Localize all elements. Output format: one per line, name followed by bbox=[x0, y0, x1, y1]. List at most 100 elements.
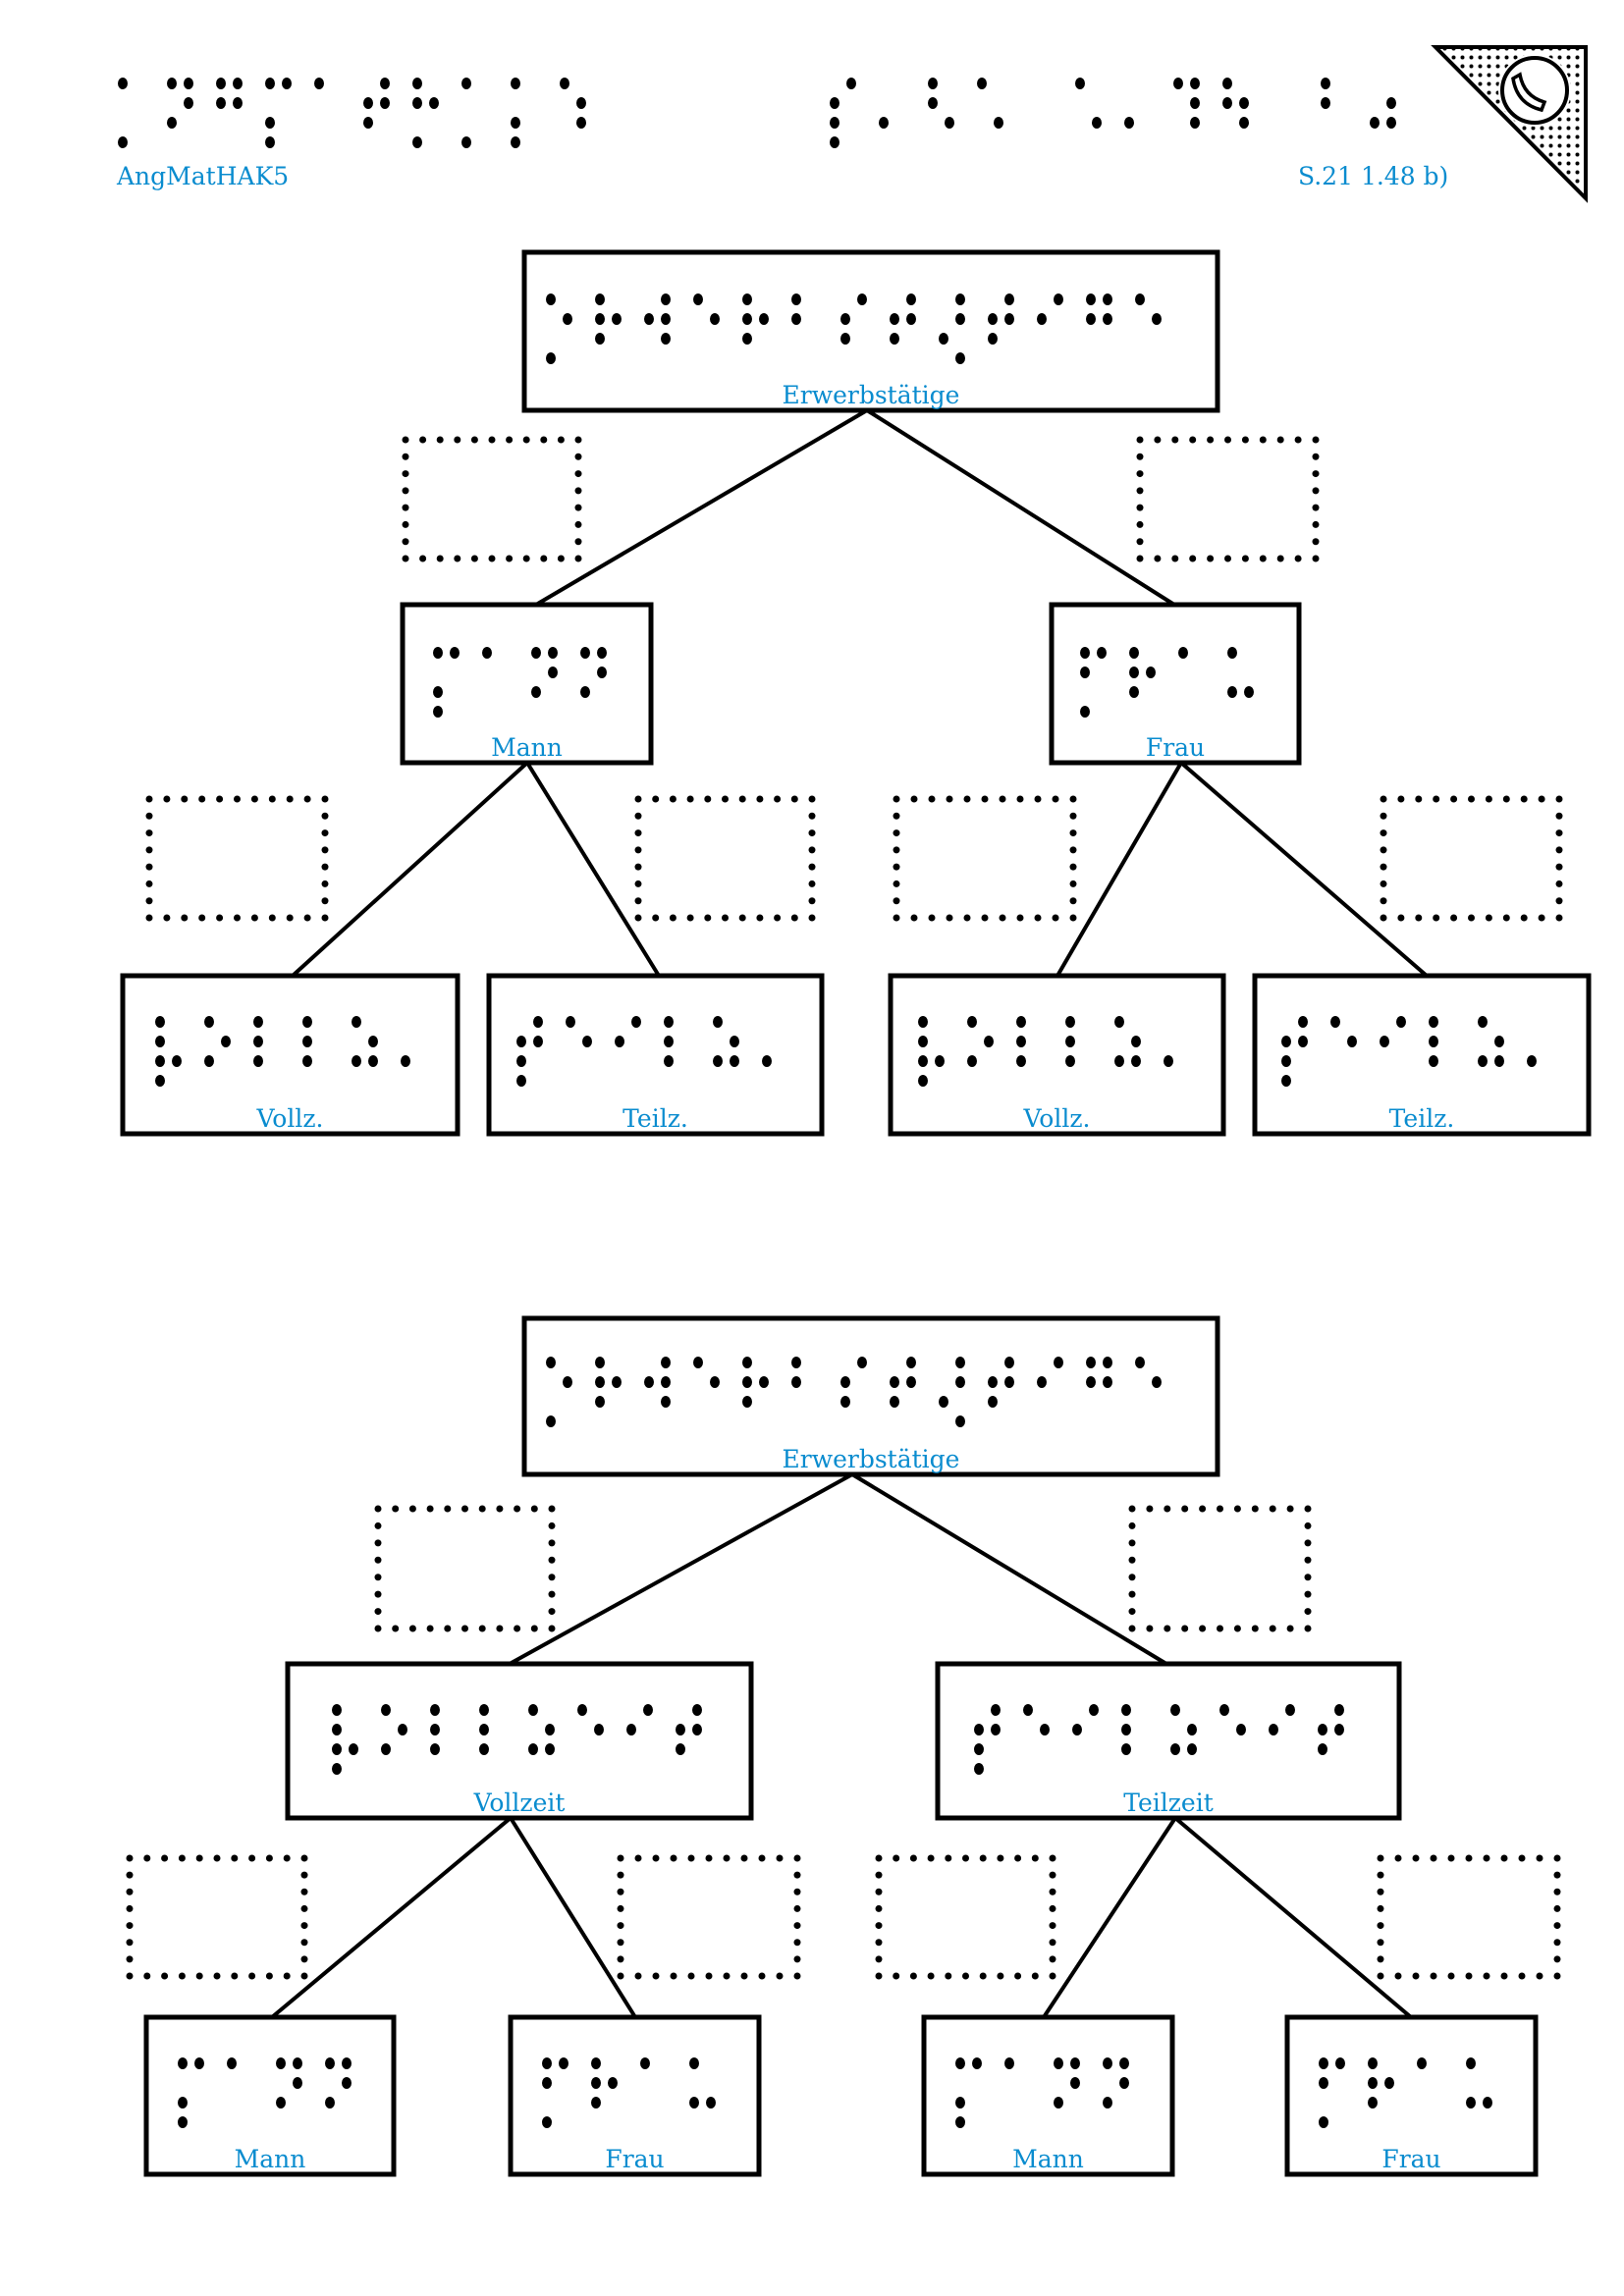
braille-cell bbox=[791, 1357, 801, 1388]
dotted-border-dot bbox=[216, 795, 224, 803]
probability-box-teilzeit-mann[interactable] bbox=[875, 1854, 1056, 1980]
braille-dot bbox=[1386, 97, 1396, 109]
dotted-border-dot bbox=[1536, 1854, 1543, 1862]
dotted-border-dot bbox=[617, 1939, 624, 1947]
probability-input-area[interactable] bbox=[1132, 1509, 1308, 1629]
braille-cell bbox=[1023, 1704, 1050, 1735]
dotted-border-dot bbox=[444, 1505, 452, 1513]
braille-dot bbox=[730, 1055, 739, 1067]
braille-dot bbox=[1368, 2097, 1378, 2109]
probability-input-area[interactable] bbox=[1140, 440, 1316, 559]
probability-box-vollzeit[interactable] bbox=[374, 1505, 556, 1632]
dotted-border-dot bbox=[962, 1854, 969, 1862]
braille-dot bbox=[1478, 1055, 1488, 1067]
leaf-mann-vollz: Vollz. bbox=[120, 973, 460, 1137]
braille-dot bbox=[664, 1036, 674, 1047]
dotted-border-dot bbox=[548, 1539, 556, 1547]
probability-input-area[interactable] bbox=[378, 1509, 552, 1629]
braille-dot bbox=[661, 294, 671, 305]
braille-dot bbox=[1187, 1724, 1197, 1735]
braille-dot bbox=[742, 1396, 752, 1408]
probability-input-area[interactable] bbox=[406, 440, 578, 559]
dotted-border-dot bbox=[756, 914, 764, 922]
braille-dot bbox=[560, 78, 569, 89]
probability-box-frau[interactable] bbox=[1136, 436, 1320, 562]
braille-text bbox=[155, 1016, 410, 1087]
dotted-border-dot bbox=[506, 555, 514, 562]
dotted-border-dot bbox=[522, 436, 530, 444]
dotted-border-dot bbox=[1450, 795, 1458, 803]
braille-cell bbox=[1321, 78, 1330, 109]
braille-cell bbox=[791, 294, 801, 325]
braille-dot bbox=[595, 1357, 605, 1368]
node-label: Frau bbox=[605, 2145, 664, 2173]
braille-cell bbox=[988, 1357, 1014, 1408]
probability-box-mann-vollz[interactable] bbox=[145, 795, 329, 922]
dotted-border-dot bbox=[979, 1854, 987, 1862]
probability-box-teilzeit-frau[interactable] bbox=[1377, 1854, 1561, 1980]
braille-text bbox=[1281, 1016, 1537, 1087]
braille-dot bbox=[1334, 1724, 1344, 1735]
braille-dot bbox=[398, 1724, 407, 1735]
dotted-border-dot bbox=[461, 1505, 468, 1513]
braille-dot bbox=[516, 1075, 526, 1087]
node-box bbox=[1252, 973, 1592, 1137]
braille-dot bbox=[533, 1016, 543, 1028]
dotted-border-dot bbox=[1380, 880, 1387, 887]
probability-input-area[interactable] bbox=[879, 1858, 1053, 1976]
dotted-border-dot bbox=[530, 1505, 538, 1513]
braille-dot bbox=[352, 1055, 361, 1067]
probability-box-vollzeit-mann[interactable] bbox=[126, 1854, 308, 1980]
braille-dot bbox=[710, 313, 720, 325]
dotted-border-dot bbox=[1465, 1972, 1473, 1980]
dotted-border-dot bbox=[1483, 1972, 1490, 1980]
node-label: Vollz. bbox=[1023, 1104, 1091, 1133]
probability-input-area[interactable] bbox=[1383, 799, 1559, 918]
braille-dot bbox=[1086, 313, 1096, 325]
probability-input-area[interactable] bbox=[130, 1858, 304, 1976]
node-box bbox=[285, 1661, 754, 1821]
braille-cell bbox=[742, 294, 769, 345]
dotted-border-dot bbox=[704, 795, 712, 803]
dotted-border-dot bbox=[126, 1922, 134, 1930]
dotted-border-dot bbox=[548, 1505, 556, 1513]
braille-cell bbox=[1103, 2057, 1129, 2109]
braille-dot bbox=[430, 1724, 440, 1735]
dotted-border-dot bbox=[634, 863, 642, 871]
dotted-border-dot bbox=[875, 1904, 883, 1912]
probability-box-mann[interactable] bbox=[402, 436, 582, 562]
probability-box-mann-teilz[interactable] bbox=[634, 795, 816, 922]
braille-dot bbox=[482, 647, 492, 659]
dotted-border-dot bbox=[374, 1522, 382, 1529]
leaf-frau-vollz: Vollz. bbox=[888, 973, 1226, 1137]
braille-cell bbox=[840, 1357, 867, 1408]
braille-dot bbox=[118, 136, 128, 148]
dotted-border-dot bbox=[1069, 812, 1077, 820]
dotted-border-dot bbox=[793, 1871, 801, 1879]
braille-dot bbox=[265, 117, 275, 129]
braille-dot bbox=[1170, 1743, 1180, 1755]
braille-dot bbox=[612, 313, 622, 325]
probability-box-vollzeit-frau[interactable] bbox=[617, 1854, 801, 1980]
braille-dot bbox=[945, 117, 954, 129]
dotted-border-dot bbox=[740, 1972, 748, 1980]
probability-box-frau-teilz[interactable] bbox=[1380, 795, 1563, 922]
probability-box-frau-vollz[interactable] bbox=[893, 795, 1077, 922]
dotted-border-dot bbox=[408, 1625, 416, 1632]
braille-cell bbox=[1478, 1016, 1504, 1067]
braille-dot bbox=[906, 294, 916, 305]
probability-input-area[interactable] bbox=[896, 799, 1073, 918]
probability-input-area[interactable] bbox=[149, 799, 325, 918]
braille-dot bbox=[1080, 706, 1090, 718]
probability-input-area[interactable] bbox=[1380, 1858, 1557, 1976]
dotted-border-dot bbox=[634, 1972, 642, 1980]
dotted-border-dot bbox=[300, 1939, 308, 1947]
dotted-border-dot bbox=[1555, 897, 1563, 905]
braille-dot bbox=[178, 2116, 188, 2128]
probability-box-teilzeit[interactable] bbox=[1128, 1505, 1312, 1632]
braille-cell bbox=[430, 1704, 440, 1755]
braille-dot bbox=[1368, 2057, 1378, 2069]
probability-input-area[interactable] bbox=[638, 799, 812, 918]
probability-input-area[interactable] bbox=[621, 1858, 797, 1976]
braille-dot bbox=[1054, 2097, 1063, 2109]
